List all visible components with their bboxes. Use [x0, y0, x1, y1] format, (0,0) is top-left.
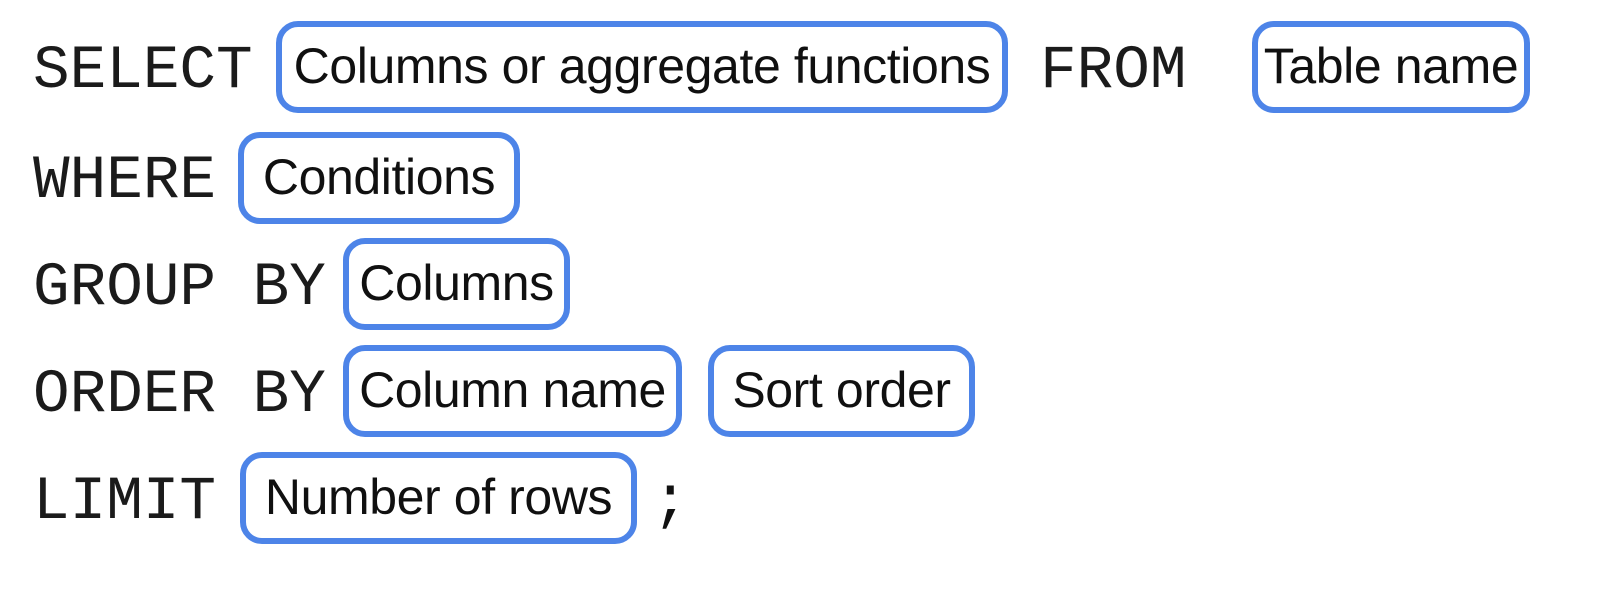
slot-select-columns[interactable]: Columns or aggregate functions: [276, 21, 1008, 113]
slot-where-conditions-label: Conditions: [262, 149, 496, 205]
keyword-from: FROM: [1040, 37, 1187, 106]
statement-terminator-semicolon: ;: [652, 468, 689, 537]
slot-from-table-name[interactable]: Table name: [1252, 21, 1530, 113]
slot-where-conditions[interactable]: Conditions: [238, 132, 520, 224]
keyword-limit: LIMIT: [33, 468, 217, 537]
slot-select-columns-label: Columns or aggregate functions: [293, 38, 991, 94]
slot-order-by-column-name-label: Column name: [359, 362, 666, 418]
keyword-where: WHERE: [33, 147, 217, 216]
keyword-order-by: ORDER BY: [33, 361, 326, 430]
slot-group-by-columns[interactable]: Columns: [343, 238, 570, 330]
slot-limit-number-of-rows[interactable]: Number of rows: [240, 452, 637, 544]
slot-order-by-sort-order-label: Sort order: [732, 362, 951, 418]
keyword-group-by: GROUP BY: [33, 254, 326, 323]
keyword-select: SELECT: [33, 37, 253, 106]
slot-group-by-columns-label: Columns: [359, 255, 554, 311]
slot-from-table-name-label: Table name: [1263, 38, 1519, 94]
slot-limit-number-of-rows-label: Number of rows: [264, 469, 613, 525]
slot-order-by-sort-order[interactable]: Sort order: [708, 345, 975, 437]
slot-order-by-column-name[interactable]: Column name: [343, 345, 682, 437]
